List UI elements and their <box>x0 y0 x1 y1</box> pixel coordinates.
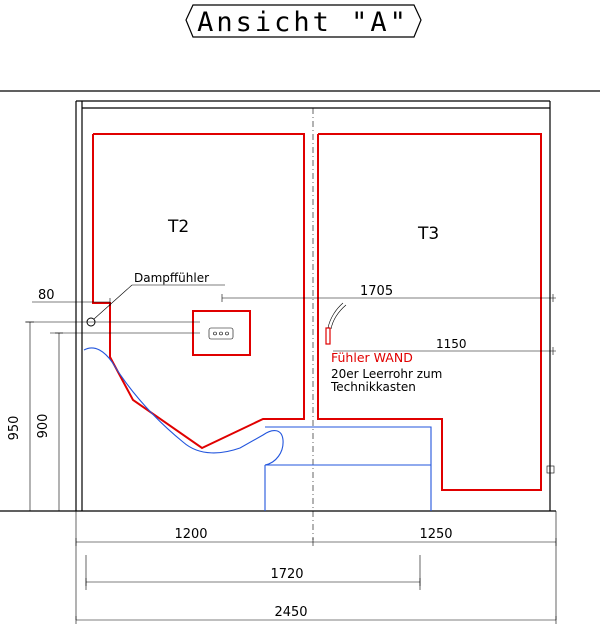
dim-label-1705: 1705 <box>360 284 393 299</box>
wall-box <box>546 465 555 474</box>
heater-panel-t3 <box>317 133 542 491</box>
dimension-1200-1250 <box>75 538 557 546</box>
room-walls <box>0 100 556 512</box>
dimension-1705 <box>221 294 556 302</box>
title-frame <box>185 4 422 38</box>
dim-label-1200: 1200 <box>174 527 207 542</box>
dimension-80 <box>32 298 111 306</box>
dim-label-2450: 2450 <box>274 605 307 620</box>
sensor-leader <box>93 284 133 320</box>
sensor-box <box>192 310 251 356</box>
dim-label-900: 900 <box>36 414 51 439</box>
wall-sensor-tube <box>325 327 331 345</box>
heater-panel-t2 <box>92 133 305 450</box>
bench-curve <box>83 347 284 466</box>
wall-sensor-label: Fühler WAND <box>331 350 413 365</box>
dimension-1720 <box>85 578 421 586</box>
dim-label-1720: 1720 <box>270 567 303 582</box>
conduit-label-line1: 20er Leerrohr zum <box>331 367 442 381</box>
dimension-2450 <box>75 616 557 624</box>
panel-label-t3: T3 <box>417 224 439 244</box>
panel-label-t2: T2 <box>167 217 189 237</box>
dimension-950 <box>26 321 34 512</box>
dim-label-80: 80 <box>38 288 55 303</box>
conduit-label-line2: Technikkasten <box>330 380 416 394</box>
conduit-line-outer <box>330 304 347 330</box>
extension-lines <box>75 511 557 620</box>
dim-label-1250: 1250 <box>419 527 452 542</box>
dimension-1150 <box>333 347 556 355</box>
dim-label-1150: 1150 <box>436 337 467 351</box>
bench-block <box>265 426 432 511</box>
dimension-900 <box>55 332 63 512</box>
sensor-element <box>208 327 234 340</box>
sensor-label: Dampffühler <box>134 271 209 285</box>
view-title: Ansicht "A" <box>197 7 409 38</box>
conduit-line <box>327 302 344 329</box>
dim-label-950: 950 <box>7 416 22 441</box>
